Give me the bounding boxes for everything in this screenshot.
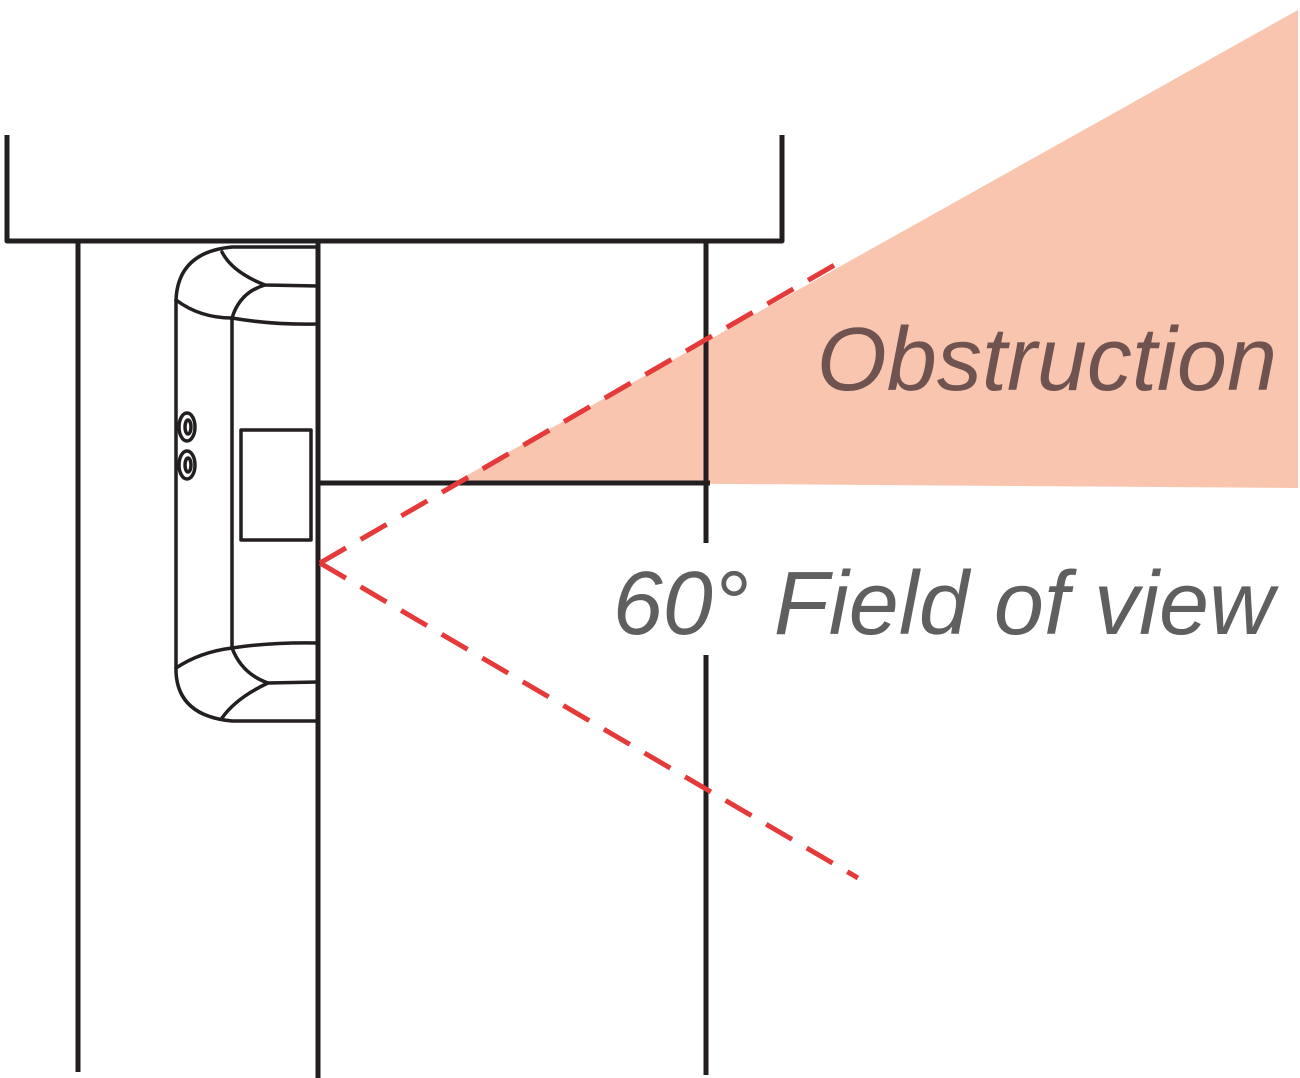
motion-sensor [174, 245, 320, 723]
sensor-lens-window [239, 428, 313, 542]
sensor-led-top-inner-icon [183, 418, 193, 436]
fov-upper-boundary [318, 260, 840, 566]
sensor-bottom-facet [220, 680, 320, 720]
sensor-led-top-icon [177, 411, 197, 443]
sensor-top-corner [230, 283, 267, 320]
obstruction-label: Obstruction [817, 310, 1277, 410]
sensor-bottom-corner [230, 646, 270, 685]
sensor-housing [174, 245, 320, 723]
sensor-bottom-bevel [174, 641, 320, 670]
ceiling-bracket [4, 135, 785, 244]
sensor-top-bevel [174, 298, 320, 326]
obstruction-region [455, 10, 1298, 488]
sensor-led-bottom-icon [177, 449, 197, 481]
sensor-led-bottom-inner-icon [183, 456, 193, 474]
fov-lower-boundary [318, 560, 860, 881]
field-of-view-label: 60° Field of view [613, 554, 1279, 654]
sensor-top-facet [220, 250, 320, 288]
